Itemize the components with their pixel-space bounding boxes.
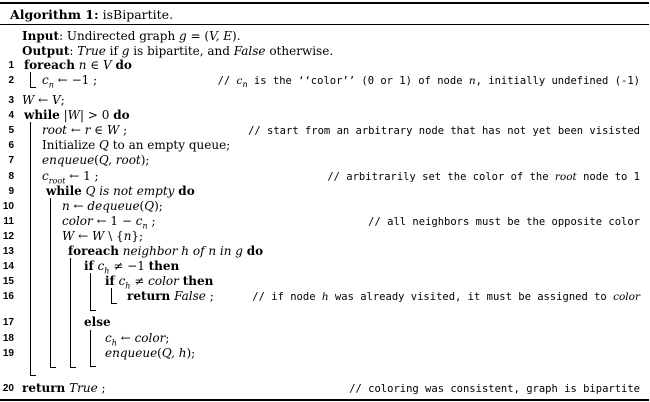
header-rule: [0, 24, 649, 25]
line-number: 5: [8, 125, 14, 136]
code-line-2: cn ← −1 ;: [42, 73, 98, 90]
code-line-7: enqueue(Q, root);: [42, 153, 150, 167]
comment-line-11: // all neighbors must be the opposite co…: [368, 216, 640, 228]
block-bar: [50, 198, 51, 368]
code-line-5: root ← r ∈ W ;: [42, 123, 128, 137]
block-end: [111, 303, 117, 304]
code-line-1: foreach n ∈ V do: [24, 58, 132, 72]
line-number: 18: [2, 333, 14, 344]
block-bar: [70, 258, 71, 368]
block-bar: [30, 122, 31, 376]
code-line-11: color ← 1 − cn ;: [62, 214, 156, 231]
code-line-3: W ← V;: [22, 93, 65, 107]
code-line-6: Initialize Q to an empty queue;: [42, 138, 231, 152]
line-number: 10: [2, 201, 14, 212]
line-number: 9: [8, 186, 14, 197]
comment-line-16: // if node h was already visited, it mus…: [252, 291, 640, 303]
code-line-13: foreach neighbor h of n in g do: [68, 244, 264, 258]
output-line: Output: True if g is bipartite, and Fals…: [22, 44, 334, 58]
code-line-9: while Q is not empty do: [46, 184, 195, 198]
line-number: 1: [8, 60, 14, 71]
code-line-18: ch ← color;: [105, 331, 170, 348]
line-number: 4: [8, 110, 14, 121]
algorithm-title: isBipartite.: [102, 7, 174, 22]
top-rule: [0, 2, 649, 4]
line-number: 2: [8, 75, 14, 86]
block-end: [70, 367, 76, 368]
line-number: 15: [2, 276, 14, 287]
line-number: 6: [8, 140, 14, 151]
output-label: Output: [22, 44, 70, 58]
line-number: 14: [2, 261, 14, 272]
block-end: [50, 367, 56, 368]
code-line-4: while |W| > 0 do: [24, 108, 130, 122]
code-line-16: return False ;: [127, 289, 214, 303]
comment-line-5: // start from an arbitrary node that has…: [248, 125, 640, 137]
line-number: 11: [3, 216, 14, 227]
block-end: [90, 366, 96, 367]
line-number: 20: [2, 383, 14, 394]
comment-line-20: // coloring was consistent, graph is bip…: [349, 383, 640, 395]
code-line-20: return True ;: [22, 381, 106, 395]
output-text: True if g is bipartite, and False otherw…: [77, 44, 334, 58]
code-line-17: else: [84, 315, 111, 329]
block-bar: [90, 330, 91, 367]
block-end: [90, 310, 96, 311]
line-number: 7: [8, 155, 14, 166]
comment-line-2: // cn is the ‘‘color’’ (0 or 1) of node …: [217, 75, 640, 90]
algorithm-label: Algorithm 1: [10, 7, 94, 22]
line-number: 19: [2, 348, 14, 359]
line-number: 8: [8, 171, 14, 182]
input-label: Input: [22, 29, 59, 43]
code-line-15: if ch ≠ color then: [105, 274, 214, 291]
code-line-12: W ← W \ {n};: [62, 229, 144, 243]
block-bar: [30, 72, 31, 88]
code-line-10: n ← dequeue(Q);: [62, 199, 163, 213]
block-bar: [111, 288, 112, 304]
line-number: 13: [2, 246, 14, 257]
code-line-14: if ch ≠ −1 then: [84, 259, 180, 276]
input-line: Input: Undirected graph g = (V, E).: [22, 29, 241, 43]
line-number: 3: [8, 95, 14, 106]
code-line-8: croot ← 1 ;: [42, 169, 99, 186]
block-end: [30, 87, 36, 88]
block-end: [30, 375, 36, 376]
bottom-rule: [0, 399, 649, 401]
algorithm-header: Algorithm 1: isBipartite.: [10, 7, 174, 22]
block-bar: [90, 273, 91, 311]
comment-line-8: // arbitrarily set the color of the root…: [327, 171, 640, 183]
input-text: Undirected graph g = (V, E).: [66, 29, 241, 43]
line-number: 16: [2, 291, 14, 302]
line-number: 12: [2, 231, 14, 242]
code-line-19: enqueue(Q, h);: [105, 346, 196, 360]
line-number: 17: [2, 317, 14, 328]
